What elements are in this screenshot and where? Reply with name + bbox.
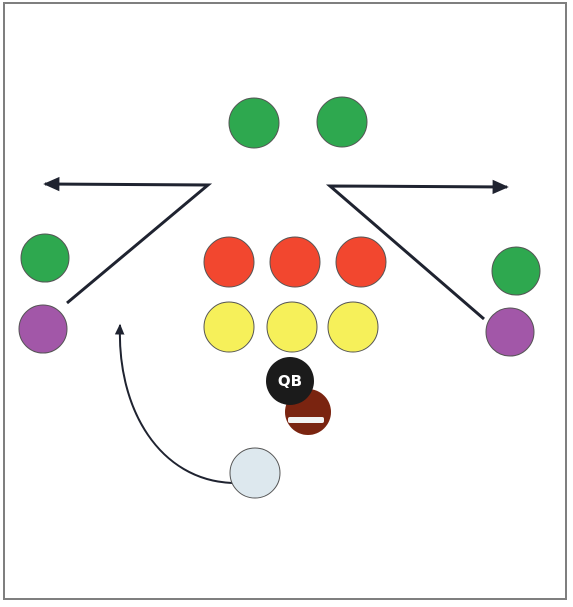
player-green-left	[20, 233, 70, 283]
quarterback: QB	[266, 357, 314, 405]
left-route-arrow	[43, 176, 213, 305]
player-yellow-center	[266, 301, 318, 353]
player-purple-left	[18, 304, 68, 354]
quarterback-circle	[266, 357, 314, 405]
player-yellow-left	[203, 301, 255, 353]
player-red-center	[269, 236, 321, 288]
players	[18, 96, 541, 499]
player-purple-right	[485, 307, 535, 357]
player-runner	[229, 447, 281, 499]
player-green-top-left	[228, 97, 280, 149]
routes	[43, 176, 509, 484]
runner-curved-route-arrow	[114, 323, 233, 484]
play-diagram-frame	[3, 2, 567, 600]
player-red-left	[203, 236, 255, 288]
right-route-arrow	[325, 179, 509, 321]
player-yellow-right	[327, 301, 379, 353]
player-red-right	[335, 236, 387, 288]
player-green-right	[491, 246, 541, 296]
player-green-top-right	[316, 96, 368, 148]
quarterback-label: QB	[278, 372, 302, 390]
